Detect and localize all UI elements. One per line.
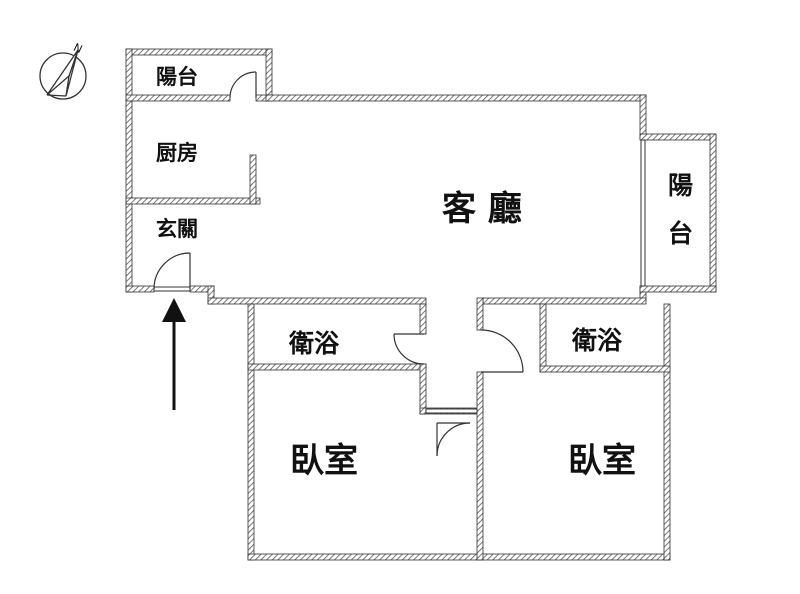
walls <box>125 48 717 561</box>
door-swing <box>480 329 524 373</box>
wall <box>125 48 273 56</box>
wall <box>709 133 717 293</box>
wall <box>476 297 484 331</box>
room-label-living-room: 客 廳 <box>442 189 522 229</box>
door-swing <box>436 422 471 457</box>
doors <box>153 71 524 457</box>
room-label-balcony-right-1: 陽 <box>668 171 693 200</box>
wall <box>639 94 647 140</box>
wall <box>125 94 231 102</box>
wall <box>125 285 155 293</box>
wall <box>482 297 647 305</box>
wall <box>249 154 257 205</box>
wall <box>639 133 717 141</box>
window <box>640 139 646 287</box>
wall <box>419 303 427 335</box>
window <box>425 408 478 414</box>
room-label-kitchen: 厨房 <box>156 141 198 165</box>
wall <box>476 371 484 561</box>
compass-north-label: N <box>71 41 84 56</box>
wall <box>419 363 427 415</box>
wall <box>663 303 671 561</box>
window <box>153 286 191 292</box>
wall <box>125 48 133 293</box>
wall <box>265 48 273 102</box>
wall <box>247 303 255 561</box>
room-label-bedroom-right: 臥室 <box>568 441 636 481</box>
door-swing <box>229 71 257 99</box>
wall <box>207 297 427 305</box>
wall <box>265 94 647 102</box>
wall <box>539 365 671 373</box>
wall <box>639 285 717 293</box>
compass-icon <box>39 49 87 100</box>
room-label-bathroom-right: 衛浴 <box>571 326 623 355</box>
door-swing <box>153 252 191 290</box>
wall <box>247 553 671 561</box>
windows <box>153 139 646 414</box>
entry-arrow-icon <box>162 298 186 410</box>
room-label-balcony-top: 陽台 <box>156 65 198 89</box>
door-swing <box>393 333 425 365</box>
wall <box>125 197 261 205</box>
room-label-bathroom-left: 衛浴 <box>288 329 340 358</box>
room-label-entrance: 玄關 <box>156 217 198 241</box>
room-label-bedroom-left: 臥室 <box>290 441 358 481</box>
room-label-balcony-right-2: 台 <box>668 219 693 248</box>
wall <box>247 363 427 371</box>
wall <box>539 303 547 373</box>
